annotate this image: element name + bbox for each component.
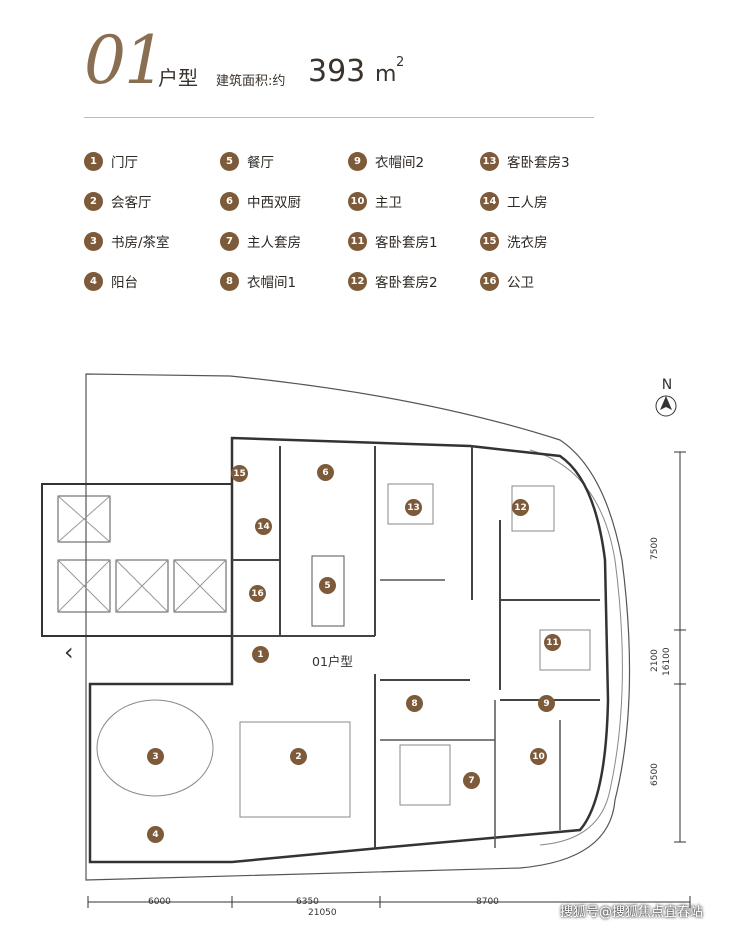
room-pin-16: 16 (249, 585, 266, 602)
master-bed (399, 744, 451, 806)
dimension-bottom-2: 6350 (296, 897, 319, 907)
elevator-4 (57, 495, 111, 543)
study-table (96, 699, 214, 797)
back-arrow-icon[interactable]: ‹ (64, 638, 74, 666)
building-outline (85, 373, 631, 881)
room-pin-13: 13 (405, 499, 422, 516)
room-pin-12: 12 (512, 499, 529, 516)
room-pin-3: 3 (147, 748, 164, 765)
room-pin-2: 2 (290, 748, 307, 765)
room-pin-11: 11 (544, 634, 561, 651)
floor-plan (41, 373, 691, 908)
unit-number: 01 (84, 22, 166, 99)
living-rug (239, 721, 351, 818)
room-pin-15: 15 (231, 465, 248, 482)
header-divider (84, 117, 594, 118)
dining-table (311, 555, 345, 627)
watermark: 搜狐号@搜狐焦点宜春站 (560, 905, 704, 920)
elevator-2 (115, 559, 169, 613)
area-unit: m (375, 62, 397, 87)
dimension-right-total: 16100 (662, 647, 672, 676)
north-label: N (661, 377, 673, 393)
dimension-bottom-3: 8700 (476, 897, 499, 907)
north-symbol (655, 395, 677, 417)
room-pin-1: 1 (252, 646, 269, 663)
area-value: 393 (308, 54, 366, 89)
room-pin-5: 5 (319, 577, 336, 594)
elevator-1 (57, 559, 111, 613)
dimension-right-2: 2100 (650, 649, 660, 672)
dimension-right-1: 7500 (650, 537, 660, 560)
room-pin-6: 6 (317, 464, 334, 481)
apartment-wall (88, 436, 610, 864)
guest-bed-3 (387, 483, 434, 525)
dimension-line-right (674, 451, 686, 843)
elevator-3 (173, 559, 227, 613)
dimension-bottom-1: 6000 (148, 897, 171, 907)
area-unit-superscript: 2 (396, 55, 405, 70)
guest-bed-1 (539, 629, 591, 671)
unit-type-label: 户型 (158, 66, 198, 90)
dimension-bottom-total: 21050 (308, 908, 337, 918)
room-pin-8: 8 (406, 695, 423, 712)
room-pin-9: 9 (538, 695, 555, 712)
room-pin-10: 10 (530, 748, 547, 765)
dimension-right-3: 6500 (650, 763, 660, 786)
plan-caption: 01户型 (312, 654, 353, 669)
room-pin-14: 14 (255, 518, 272, 535)
room-pin-4: 4 (147, 826, 164, 843)
area-label: 建筑面积:约 (216, 74, 286, 89)
dimension-line-bottom (87, 896, 691, 908)
room-pin-7: 7 (463, 772, 480, 789)
